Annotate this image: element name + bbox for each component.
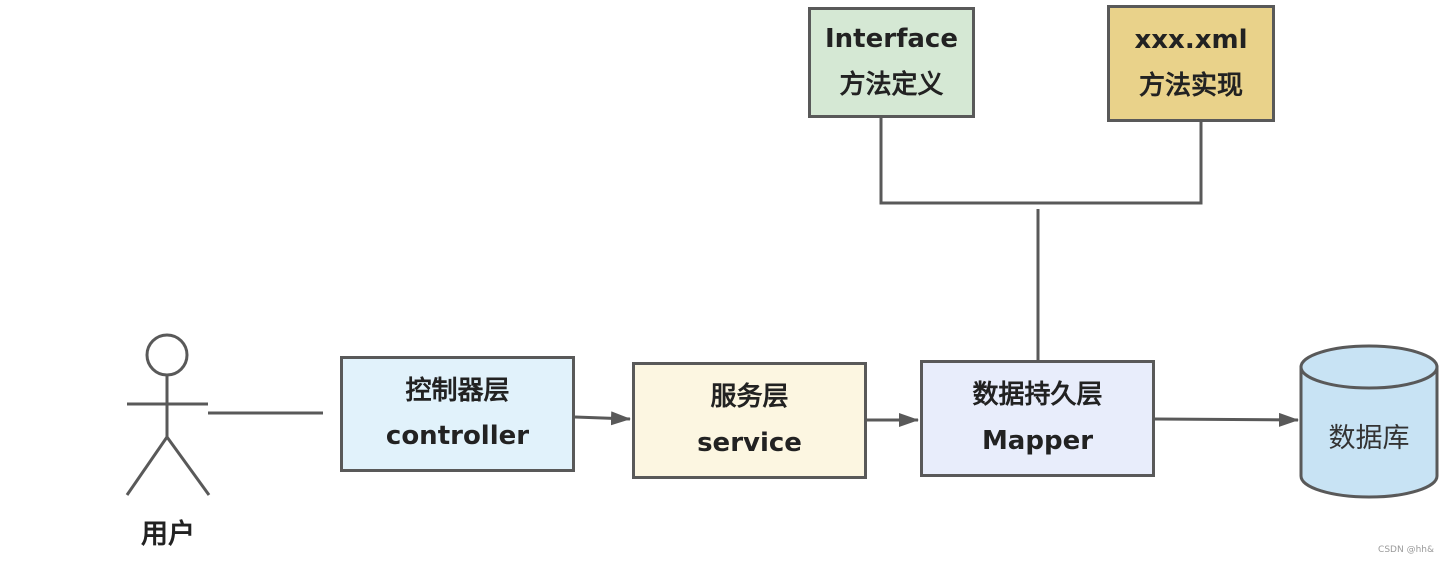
controller-node-title: 控制器层	[405, 375, 510, 406]
mapper-node-subtitle: Mapper	[981, 425, 1094, 456]
controller-node: 控制器层 controller	[340, 356, 575, 472]
cylinder-database-icon	[1299, 344, 1439, 499]
mapper-node: 数据持久层 Mapper	[920, 360, 1155, 477]
user-label: 用户	[141, 519, 195, 550]
interface-node-title: Interface	[825, 24, 958, 54]
mapper-to-database-arrow	[1154, 412, 1299, 427]
service-node-title: 服务层	[710, 382, 789, 412]
interface-xml-bracket	[879, 118, 1203, 205]
interface-node-subtitle: 方法定义	[839, 69, 944, 100]
watermark: CSDN @hh&	[1378, 545, 1434, 555]
interface-node: Interface 方法定义	[808, 7, 975, 118]
service-node-subtitle: service	[697, 427, 802, 458]
xml-node: xxx.xml 方法实现	[1107, 5, 1275, 122]
xml-node-subtitle: 方法实现	[1138, 70, 1243, 101]
stick-figure-icon	[125, 333, 211, 496]
mapper-node-title: 数据持久层	[972, 380, 1103, 410]
service-node: 服务层 service	[632, 362, 867, 479]
controller-to-service-arrow	[574, 411, 631, 426]
database-label: 数据库	[1328, 423, 1410, 454]
xml-node-title: xxx.xml	[1134, 25, 1248, 55]
controller-node-subtitle: controller	[385, 421, 530, 451]
